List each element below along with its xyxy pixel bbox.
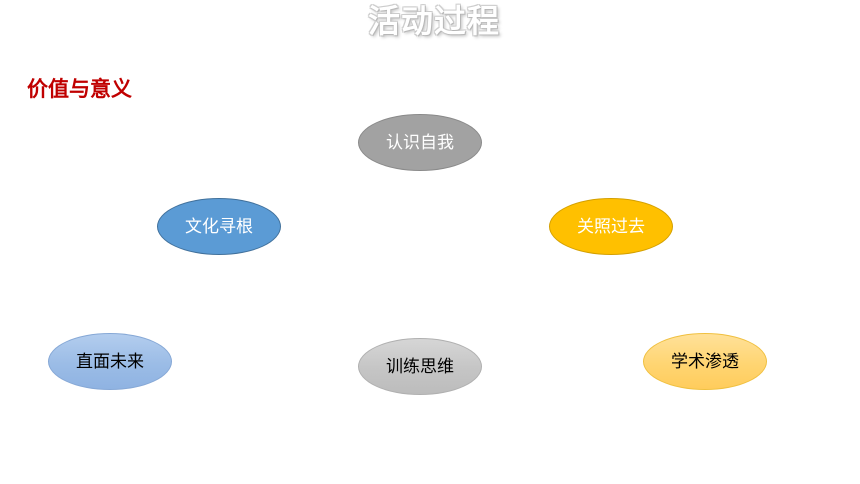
node-past-label: 关照过去	[577, 216, 645, 237]
node-think-label: 训练思维	[386, 356, 454, 377]
section-heading: 价值与意义	[27, 77, 132, 101]
node-future-label: 直面未来	[76, 351, 144, 372]
node-academic: 学术渗透	[643, 333, 767, 390]
slide-title: 活动过程	[367, 2, 500, 40]
node-culture-label: 文化寻根	[185, 216, 253, 237]
node-culture: 文化寻根	[157, 198, 281, 255]
node-think: 训练思维	[358, 338, 482, 395]
node-self: 认识自我	[358, 114, 482, 171]
node-academic-label: 学术渗透	[671, 351, 739, 372]
node-self-label: 认识自我	[386, 132, 454, 153]
node-future: 直面未来	[48, 333, 172, 390]
node-past: 关照过去	[549, 198, 673, 255]
